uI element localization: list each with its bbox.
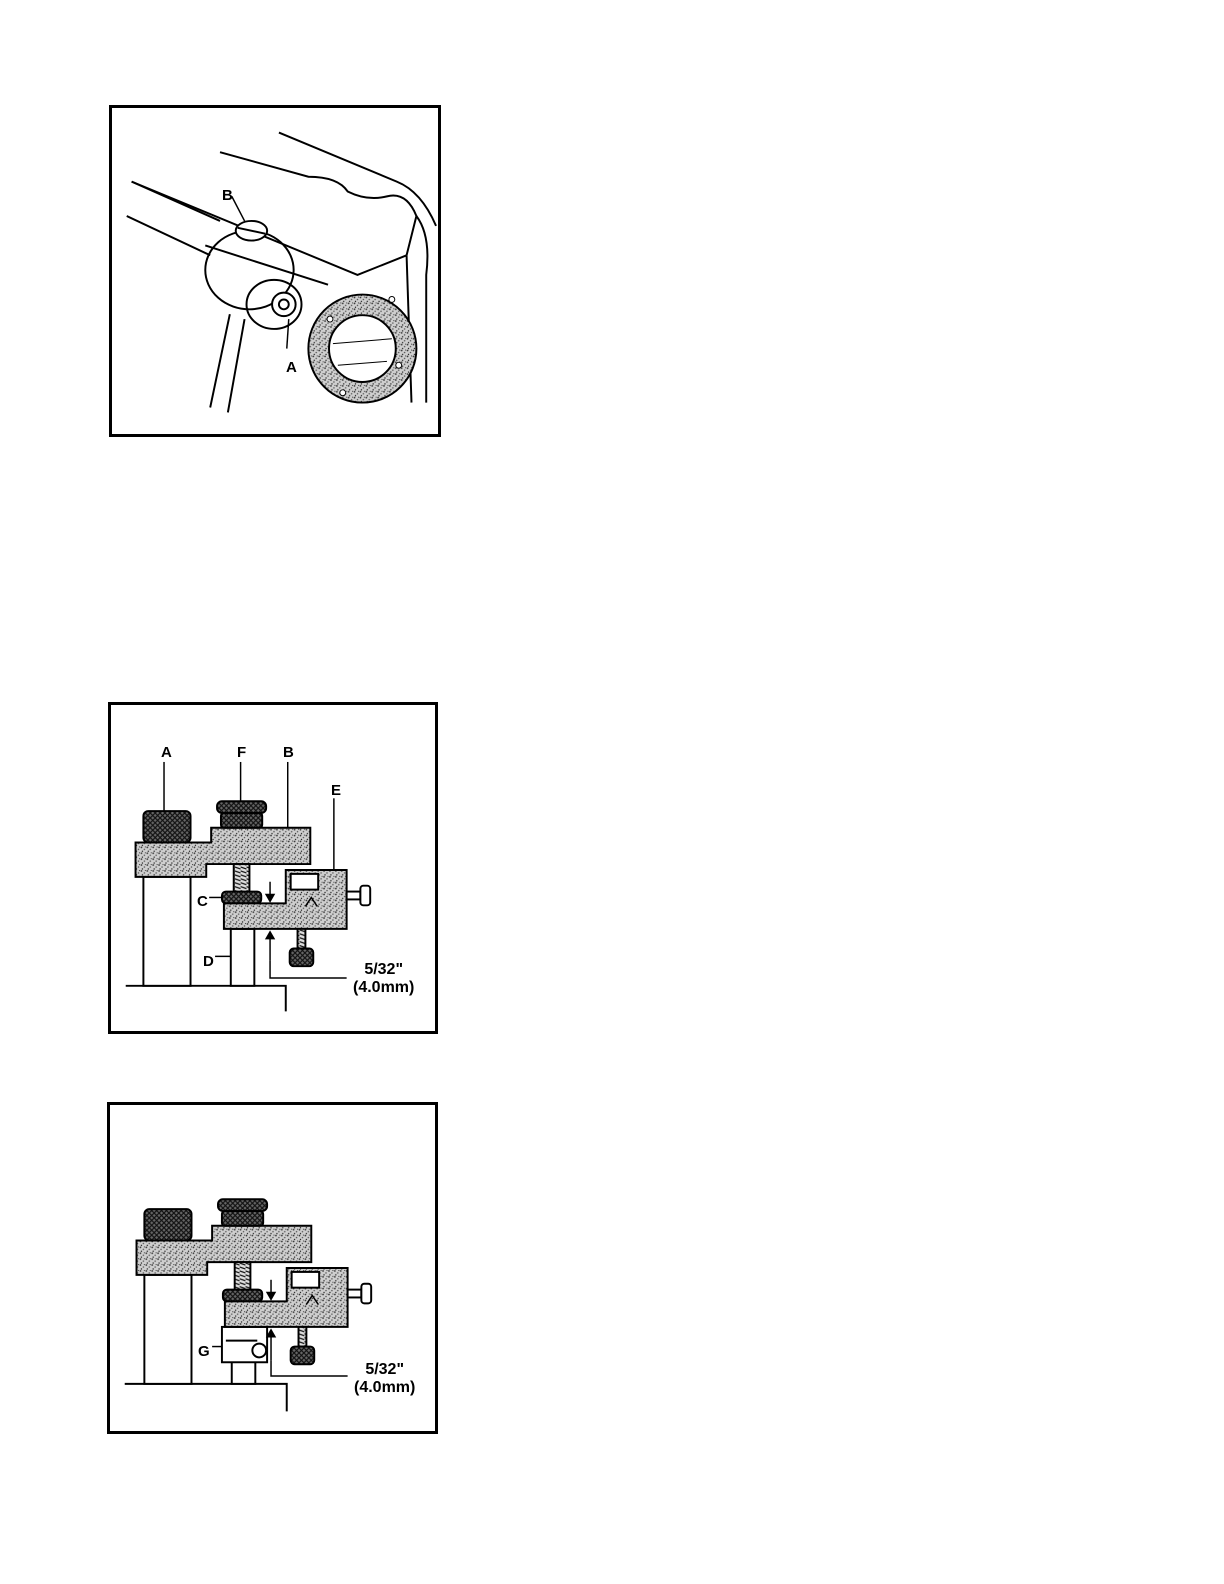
table-insert-ring xyxy=(308,295,416,403)
bottom-thumbscrew xyxy=(291,1327,315,1364)
nut xyxy=(223,1290,262,1302)
knob-f xyxy=(217,801,266,828)
measurement-imperial: 5/32" xyxy=(354,1361,415,1379)
guide-bar xyxy=(127,182,220,256)
collar-g xyxy=(222,1327,267,1362)
side-thumbscrew xyxy=(348,1284,372,1304)
post-a xyxy=(143,877,190,986)
label-d: D xyxy=(203,954,214,969)
figure-1-drawing xyxy=(112,108,438,434)
table-edge-lower xyxy=(132,182,407,275)
label-b: B xyxy=(283,745,294,760)
label-g: G xyxy=(198,1344,210,1359)
figure-1-blade-guide-assembly: B A xyxy=(109,105,441,437)
table-edge-top xyxy=(279,133,436,226)
guide-post xyxy=(210,314,244,412)
bottom-thumbscrew xyxy=(290,929,314,966)
label-a: A xyxy=(161,745,172,760)
nut-a xyxy=(272,293,296,317)
side-thumbscrew xyxy=(347,886,371,906)
knob-top xyxy=(218,1199,267,1226)
base-line xyxy=(126,986,286,1012)
figure-2-guide-adjustment: A F B E C D 5/32" (4.0mm) xyxy=(108,702,438,1034)
post-d xyxy=(231,929,255,986)
label-c: C xyxy=(197,894,208,909)
base-line xyxy=(125,1384,287,1411)
knob-left xyxy=(144,1209,191,1240)
label-b: B xyxy=(222,188,233,203)
measurement-label: 5/32" (4.0mm) xyxy=(354,1361,415,1398)
knob-a xyxy=(143,811,190,842)
measurement-metric: (4.0mm) xyxy=(353,979,414,997)
figure-3-guide-adjustment-with-collar: G 5/32" (4.0mm) xyxy=(107,1102,438,1434)
nut-c xyxy=(222,892,261,904)
table-side xyxy=(416,216,427,403)
measurement-label: 5/32" (4.0mm) xyxy=(353,961,414,998)
post-left xyxy=(144,1275,191,1384)
measurement-metric: (4.0mm) xyxy=(354,1379,415,1397)
label-e: E xyxy=(331,783,341,798)
measurement-imperial: 5/32" xyxy=(353,961,414,979)
label-f: F xyxy=(237,745,246,760)
label-a: A xyxy=(286,360,297,375)
